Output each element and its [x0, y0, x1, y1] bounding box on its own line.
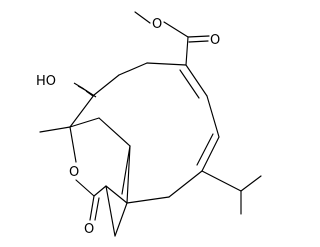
bond-c7-c8	[168, 170, 203, 198]
bond-c4-cme	[69, 94, 95, 128]
macrocycle	[93, 62, 220, 237]
ring-o-label: O	[69, 165, 79, 180]
methyl-ester-group	[134, 11, 210, 66]
bond-ch2-ch2	[98, 117, 131, 147]
bond-c8-c9	[126, 196, 170, 204]
bond-cme-ring-o	[69, 126, 77, 163]
bond-cme-ch2	[69, 117, 100, 128]
bond-lactone-c-c	[93, 185, 107, 197]
bond-c6-c7	[201, 136, 220, 172]
bond-carbonyl-c-o-double	[188, 40, 209, 43]
bond-ch2-alkene	[126, 145, 131, 204]
bond-lactone-c-o	[89, 195, 95, 221]
bond-cme-methyl	[39, 126, 71, 133]
bond-c9-c11	[105, 185, 128, 204]
bond-c9-c10	[114, 202, 128, 237]
bond-carbonyl-c-o	[187, 35, 210, 38]
ester-ether-o-label: O	[152, 17, 162, 32]
bond-c1-c5	[185, 64, 208, 97]
bond-c1-c2	[146, 62, 187, 66]
bond-c11-c12	[105, 185, 116, 237]
lactone-carbonyl-o-label: O	[84, 222, 94, 237]
ester-carbonyl-o-label: O	[210, 33, 220, 48]
atom-labels: HO O O O O	[36, 17, 220, 237]
bond-c5-c6	[206, 95, 220, 138]
structure-diagram: HO O O O O	[36, 11, 262, 237]
bond-ether-carbonyl-c	[163, 21, 189, 38]
isopropyl-group	[201, 170, 262, 215]
hydroxyl-label: HO	[36, 74, 56, 89]
bond-lactone-c-o-double	[94, 197, 100, 221]
bond-c7-ipr	[201, 170, 242, 192]
bond-alkene-c	[121, 145, 131, 195]
hydroxyl-hashed-wedge	[73, 82, 97, 98]
bond-c3-c4	[93, 74, 120, 96]
lactone-ring	[39, 94, 131, 221]
bond-ring-o-lactone-c	[75, 179, 95, 197]
bond-c2-c3	[118, 62, 148, 76]
bond-ipr-me1	[240, 175, 262, 192]
bond-c1-c5-double	[179, 69, 200, 99]
bond-c6-c7-double	[196, 133, 214, 166]
bond-carbonyl-c-ring	[185, 36, 189, 66]
bond-methyl-ether	[134, 11, 151, 24]
